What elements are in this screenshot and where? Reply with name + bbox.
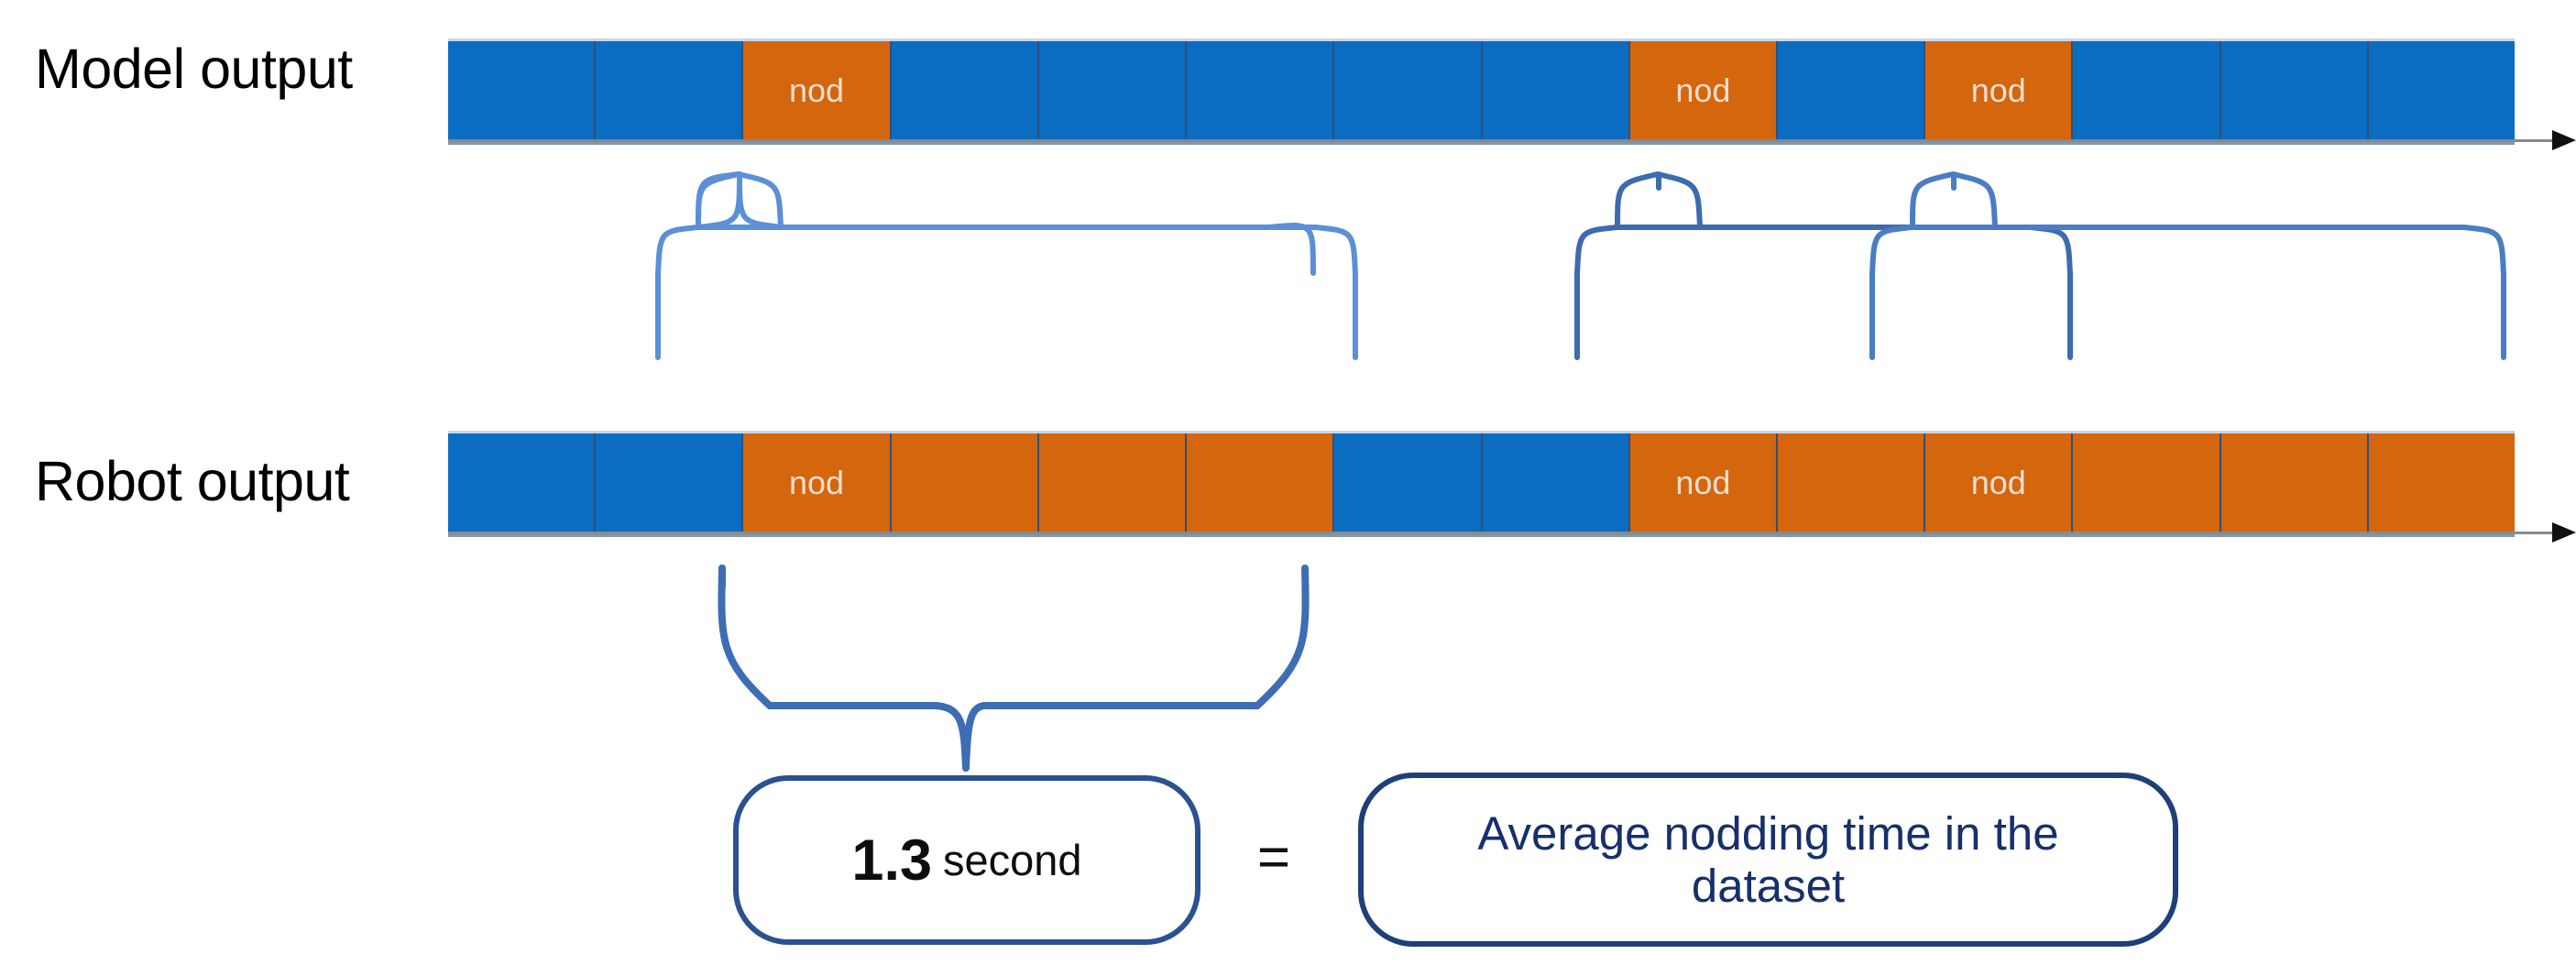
model-cell-10 (1777, 41, 1926, 139)
model-cell-3: nod (743, 41, 892, 139)
robot-cell-10 (1777, 433, 1926, 532)
model-cell-7 (1334, 41, 1483, 139)
robot-timeline-arrow-right-icon (448, 522, 2576, 543)
robot-cell-4 (891, 433, 1039, 532)
robot-cell-14 (2368, 433, 2516, 532)
model-cell-13 (2220, 41, 2369, 139)
equals-sign: = (1256, 826, 1291, 889)
brace-robot-duration (718, 565, 1310, 772)
model-cell-8 (1482, 41, 1630, 139)
model-cell-5 (1038, 41, 1188, 139)
robot-cell-2 (596, 433, 744, 532)
robot-timeline-line (448, 532, 2552, 534)
model-cell-1 (448, 41, 597, 139)
robot-arrowhead-icon (2552, 522, 2576, 543)
model-cell-12 (2073, 41, 2221, 139)
model-output-sequence-bar: nod nod nod (448, 38, 2516, 139)
robot-cell-12 (2073, 433, 2221, 532)
robot-cell-3-label: nod (789, 463, 845, 501)
model-output-label: Model output (35, 38, 353, 100)
duration-unit: second (943, 836, 1082, 884)
model-cell-11-label: nod (1970, 71, 2026, 109)
brace-model-middle (1574, 171, 2073, 360)
robot-cell-6 (1187, 433, 1335, 532)
robot-cell-11-label: nod (1970, 463, 2026, 501)
average-nodding-time-text: Average nodding time in the dataset (1477, 806, 2059, 912)
brace-model-right (1869, 171, 2506, 360)
model-cell-2 (596, 41, 744, 139)
model-cell-3-label: nod (789, 71, 845, 109)
model-timeline-line (448, 139, 2552, 142)
model-cell-9-label: nod (1675, 71, 1731, 109)
duration-callout-box[interactable]: 1.3 second (733, 775, 1200, 945)
robot-cell-1 (448, 433, 597, 532)
robot-cell-7 (1334, 433, 1483, 532)
model-bar-baseline (448, 139, 2515, 145)
duration-value: 1.3 (851, 828, 933, 893)
average-nodding-time-callout-box[interactable]: Average nodding time in the dataset (1358, 773, 2178, 947)
robot-cell-9-label: nod (1675, 463, 1731, 501)
robot-cell-8 (1482, 433, 1630, 532)
model-cell-6 (1187, 41, 1335, 139)
model-cell-14 (2368, 41, 2516, 139)
robot-cell-3: nod (743, 433, 892, 532)
brace-model-left (655, 171, 1358, 360)
robot-cell-11: nod (1925, 433, 2074, 532)
model-cell-9: nod (1629, 41, 1778, 139)
model-arrowhead-icon (2552, 130, 2576, 150)
model-cell-4 (891, 41, 1039, 139)
robot-cell-5 (1038, 433, 1188, 532)
robot-cell-13 (2220, 433, 2369, 532)
robot-cell-9: nod (1629, 433, 1778, 532)
robot-output-label: Robot output (35, 450, 350, 512)
robot-bar-baseline (448, 532, 2515, 537)
model-cell-11: nod (1925, 41, 2074, 139)
model-timeline-arrow-right-icon (448, 130, 2576, 150)
robot-output-sequence-bar: nod nod nod (448, 431, 2516, 532)
